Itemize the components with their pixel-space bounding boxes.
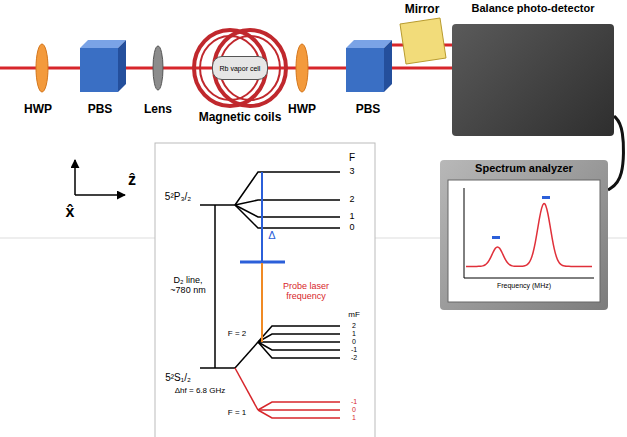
energy-panel <box>155 143 375 437</box>
label: PBS <box>88 103 113 116</box>
label: Probe laser frequency <box>276 282 336 302</box>
node-text: Rb vapor cell <box>220 65 261 72</box>
lens <box>153 46 163 90</box>
label: 0 <box>352 338 356 346</box>
label: PBS <box>356 103 381 116</box>
label: -1 <box>351 398 357 406</box>
label: Magnetic coils <box>199 111 282 124</box>
label: x̂ <box>66 203 75 221</box>
label: mF <box>348 311 360 320</box>
label: D₂ line, ~780 nm <box>168 276 208 296</box>
label: 5²S₁/₂ <box>165 372 191 383</box>
magnetic-coils <box>194 30 286 106</box>
beam-splitter-cube <box>346 40 392 92</box>
label: 1 <box>352 414 356 422</box>
node-heading: Spectrum analyzer <box>440 162 608 174</box>
half-wave-plate <box>296 44 308 92</box>
photo-detector: Balance photo-detector <box>452 24 614 136</box>
label: 0 <box>352 406 356 414</box>
label: -1 <box>351 346 357 354</box>
node-heading: Balance photo-detector <box>452 2 614 14</box>
label: 2 <box>349 195 354 205</box>
energy-levels <box>200 172 340 368</box>
detuning-line <box>261 172 263 262</box>
half-wave-plate <box>36 44 48 92</box>
label: Δ <box>268 229 275 241</box>
label: 1 <box>349 212 354 222</box>
axis-label: Frequency (MHz) <box>440 282 608 289</box>
ground-f1-levels <box>235 368 340 418</box>
label: 2 <box>352 322 356 330</box>
label: 3 <box>349 167 354 177</box>
label: Lens <box>144 103 172 116</box>
label: F = 2 <box>228 330 246 339</box>
label: 5²P₃/₂ <box>165 191 191 202</box>
label: -2 <box>351 354 357 362</box>
spectrum-analyzer: Spectrum analyzerFrequency (MHz) <box>440 160 608 310</box>
label: F = 1 <box>228 409 246 418</box>
label: ẑ <box>128 171 136 189</box>
vapor-cell: Rb vapor cell <box>212 56 268 80</box>
label: F <box>349 152 355 163</box>
beam-splitter-cube <box>80 40 126 92</box>
label: Mirror <box>405 3 440 16</box>
label: HWP <box>24 103 52 116</box>
axes <box>75 160 125 195</box>
probe-transition <box>261 263 263 342</box>
label: 1 <box>352 330 356 338</box>
mirror <box>400 18 446 64</box>
label: 0 <box>349 223 354 233</box>
label: Δhf = 6.8 GHz <box>175 387 225 396</box>
label: HWP <box>288 103 316 116</box>
